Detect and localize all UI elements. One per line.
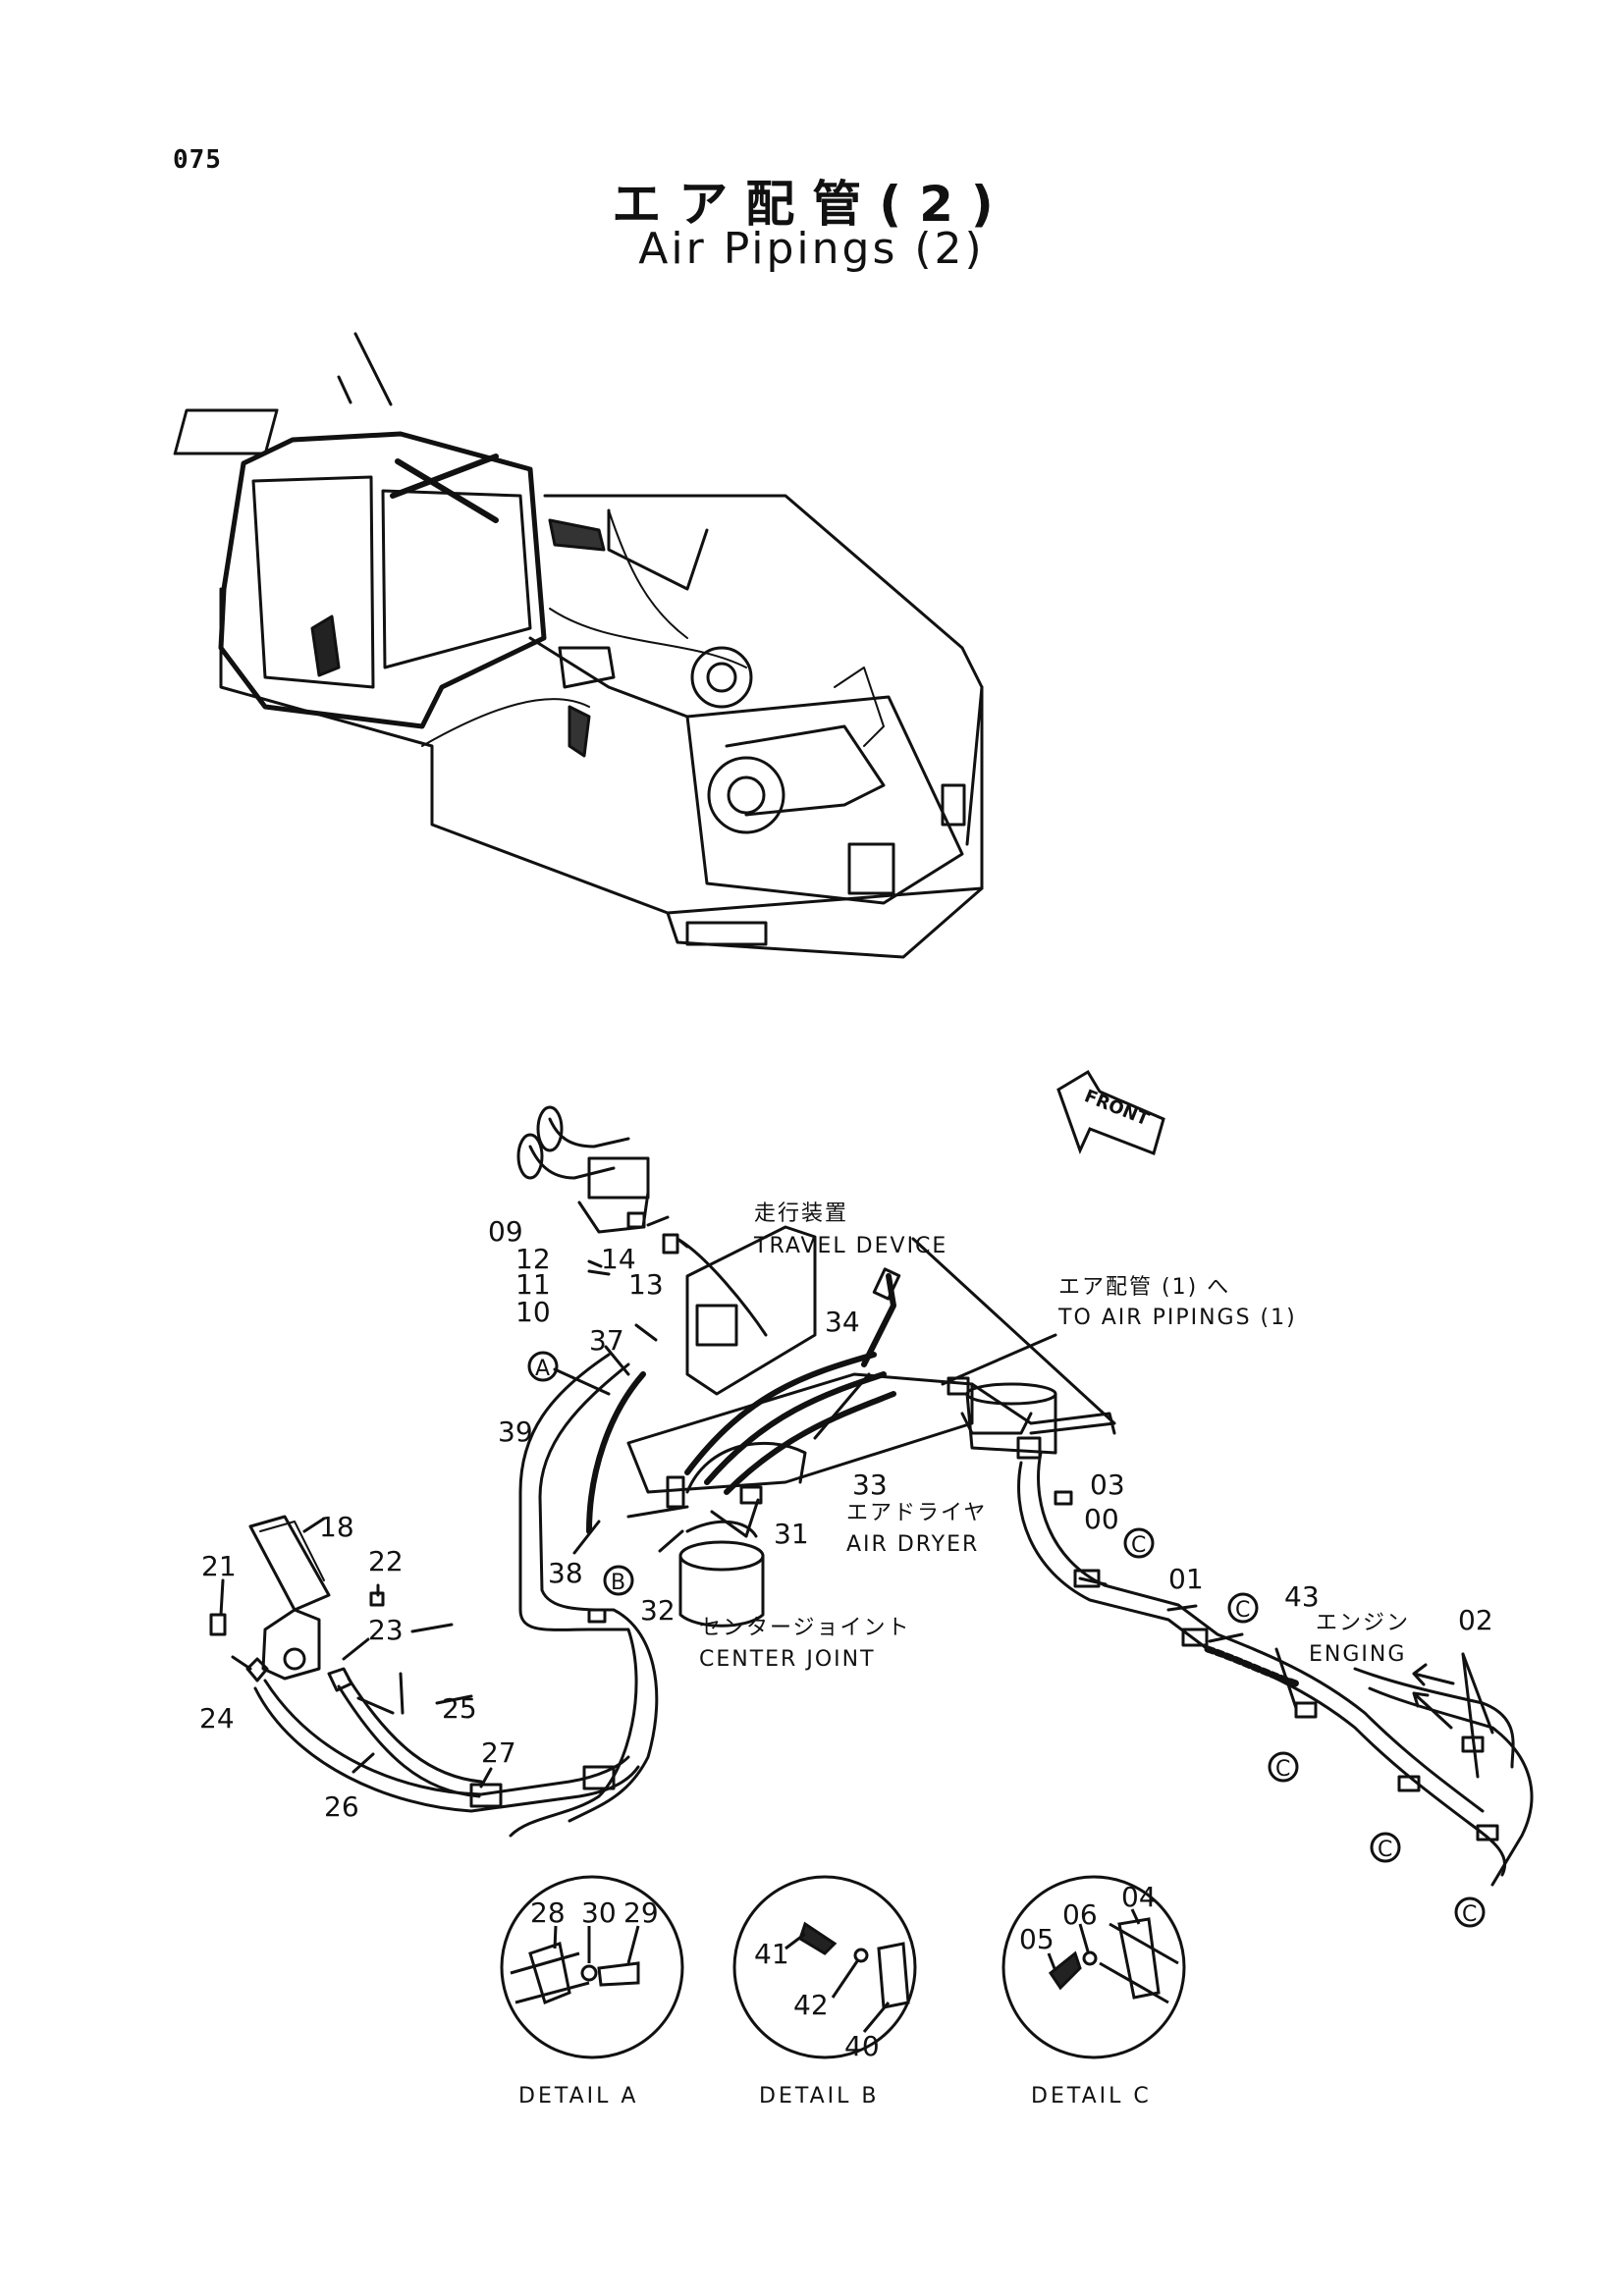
center-joint-label: CENTER JOINT	[699, 1647, 876, 1672]
callout-37: 37	[589, 1324, 624, 1357]
callout-00: 00	[1084, 1503, 1119, 1535]
marker-c: C	[1235, 1598, 1250, 1623]
detail-c-caption: DETAIL C	[1031, 2084, 1152, 2109]
callout-24: 24	[199, 1702, 235, 1735]
detail-c-callout-05: 05	[1019, 1923, 1055, 1955]
detail-b-callout-40: 40	[844, 2030, 880, 2062]
detail-c-callout-04: 04	[1121, 1881, 1157, 1913]
engine-label: ENGING	[1309, 1642, 1406, 1667]
callout-31: 31	[774, 1518, 809, 1550]
to-air-pipings-label-jp: エア配管 (1) へ	[1058, 1275, 1230, 1300]
callout-10: 10	[515, 1296, 551, 1328]
callout-03: 03	[1090, 1468, 1125, 1501]
callout-12: 12	[515, 1243, 551, 1275]
detail-b-callout-42: 42	[793, 1989, 829, 2021]
page-number: 075	[173, 145, 222, 175]
detail-b-callout-41: 41	[754, 1938, 789, 1970]
callout-27: 27	[481, 1736, 516, 1769]
callout-39: 39	[498, 1415, 533, 1448]
detail-a: 28 30 29 DETAIL A	[500, 1875, 684, 2109]
callout-02: 02	[1458, 1604, 1493, 1636]
callout-38: 38	[548, 1557, 583, 1589]
marker-b: B	[611, 1571, 625, 1595]
detail-a-callout-30: 30	[581, 1896, 617, 1929]
marker-c: C	[1275, 1757, 1290, 1782]
marker-a: A	[535, 1357, 550, 1381]
marker-circles	[527, 1351, 1486, 1928]
air-dryer-label: AIR DRYER	[846, 1532, 979, 1557]
detail-b-caption: DETAIL B	[759, 2084, 879, 2109]
part-callouts: 09 12 14 11 13 10 37 34 39 33 31 38 32 1…	[199, 1215, 1493, 1823]
detail-b: 41 42 40 DETAIL B	[732, 1875, 917, 2109]
callout-33: 33	[852, 1468, 888, 1501]
callout-09: 09	[488, 1215, 523, 1248]
callout-22: 22	[368, 1545, 404, 1577]
marker-c: C	[1378, 1838, 1392, 1862]
callout-14: 14	[601, 1243, 636, 1275]
front-direction-arrow: FRONT	[1056, 1069, 1165, 1155]
callout-21: 21	[201, 1550, 237, 1582]
detail-c-callout-06: 06	[1062, 1898, 1098, 1931]
callout-34: 34	[825, 1306, 860, 1338]
to-air-pipings-label: TO AIR PIPINGS (1)	[1057, 1306, 1297, 1330]
marker-c: C	[1462, 1902, 1477, 1927]
excavator-overview-drawing	[173, 332, 984, 959]
travel-device-label-jp: 走行装置	[754, 1201, 848, 1226]
travel-device-label: TRAVEL DEVICE	[753, 1234, 947, 1258]
callout-11: 11	[515, 1268, 551, 1301]
callout-18: 18	[319, 1511, 354, 1543]
detail-a-callout-28: 28	[530, 1896, 566, 1929]
callout-13: 13	[628, 1268, 664, 1301]
page-title-english: Air Pipings (2)	[638, 224, 985, 274]
page-title-japanese: エア配管(2)	[612, 176, 1011, 233]
marker-c: C	[1131, 1533, 1146, 1558]
callout-23: 23	[368, 1614, 404, 1646]
detail-a-caption: DETAIL A	[518, 2084, 638, 2109]
detail-c: 04 06 05 DETAIL C	[1001, 1875, 1186, 2109]
engine-label-jp: エンジン	[1316, 1611, 1410, 1635]
detail-a-callout-29: 29	[623, 1896, 659, 1929]
piping-linework	[209, 1105, 1534, 1887]
air-dryer-label-jp: エアドライヤ	[846, 1501, 987, 1525]
callout-43: 43	[1284, 1580, 1320, 1613]
center-joint-label-jp: センタージョイント	[699, 1616, 911, 1640]
callout-26: 26	[324, 1790, 359, 1823]
callout-25: 25	[442, 1692, 477, 1725]
callout-01: 01	[1168, 1563, 1204, 1595]
callout-32: 32	[640, 1594, 676, 1627]
